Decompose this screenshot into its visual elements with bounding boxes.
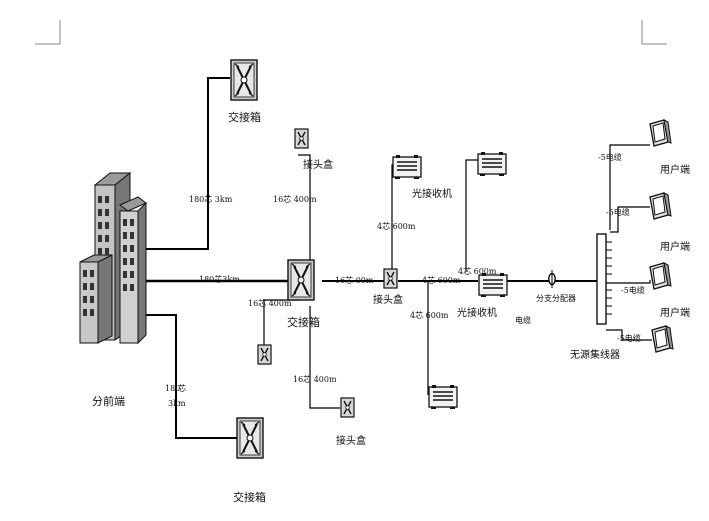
label-joint-top: 接头盒 [303,158,333,171]
link-label-joint-onu-bottom: 4芯 600m [410,310,449,320]
link-label-center-joint-center: 16芯 00m [335,275,374,285]
label-user-3: 用户端 [660,306,690,319]
user-terminal-3-icon [649,262,672,290]
joint-box-bottom-icon [340,397,355,418]
link-label-joint-onu-center-b: 4芯 600m [422,275,461,285]
combiner-bar [596,233,607,325]
optical-receiver-top-icon [392,154,422,180]
line-headend-to-box-bottom [145,314,238,439]
cross-connect-cabinet-center-icon [287,259,315,301]
label-box-center: 交接箱 [287,315,320,329]
headend-building-icon [79,171,147,345]
user-terminal-4-icon [651,325,674,353]
link-label-headend-center: 180芯3km [199,274,240,284]
cable-label-2: -5电缆 [606,207,630,217]
label-user-2: 用户端 [660,240,690,253]
link-label-joint-onu-top: 4芯 600m [377,221,416,231]
link-label-center-joint-bottom: 16芯 400m [293,374,337,384]
joint-box-top-icon [294,128,309,149]
link-label-headend-box-bottom-1: 180 [165,384,180,393]
link-label-headend-box-top: 180芯 3km [189,194,233,204]
label-onu-top: 光接收机 [412,187,452,200]
label-box-top: 交接箱 [228,110,261,124]
link-label-center-joint-left: 16芯 400m [248,298,292,308]
cross-connect-cabinet-top-icon [230,59,258,101]
line-center-to-joint-top [298,154,311,262]
optical-receiver-center-icon [478,272,508,298]
label-cable: 电缆 [515,315,531,325]
label-splitter: 分支分配器 [536,293,576,303]
cross-connect-cabinet-bottom-icon [236,417,264,459]
cable-label-4: -5电缆 [617,333,641,343]
label-joint-center: 接头盒 [373,293,403,306]
label-onu-center: 光接收机 [457,306,497,319]
label-user-1: 用户端 [660,163,690,176]
splitter-symbol [548,270,556,288]
link-label-headend-box-bottom-3: 3km [168,399,186,408]
optical-receiver-bottom-icon [428,384,458,410]
cable-label-1: -5电缆 [598,152,622,162]
label-joint-bottom: 接头盒 [336,434,366,447]
line-joint-to-onu-top [391,164,393,272]
branch-lines [263,154,597,409]
user-terminal-1-icon [649,119,672,147]
link-label-center-joint-top: 16芯 400m [273,194,317,204]
combiner-lines [606,144,652,341]
user-terminal-2-icon [649,192,672,220]
page-corner-marks [35,20,667,45]
combiner-ticks [606,241,612,315]
joint-box-center-icon [383,268,398,289]
cable-label-3: -5电缆 [621,285,645,295]
trunk-lines [125,77,290,439]
label-combiner: 无源集线器 [570,348,620,361]
line-headend-to-box-top [125,77,230,250]
label-headend: 分前端 [92,394,125,408]
line-joint-to-onu-top-right [465,159,478,272]
line-center-to-joint-bottom [309,306,340,409]
link-label-joint-onu-center-a: 4芯 600m [458,266,497,276]
optical-receiver-top-right-icon [477,151,507,177]
link-label-headend-box-bottom-2: 芯 [178,383,186,393]
joint-box-left-icon [257,344,272,365]
label-box-bottom: 交接箱 [233,490,266,504]
